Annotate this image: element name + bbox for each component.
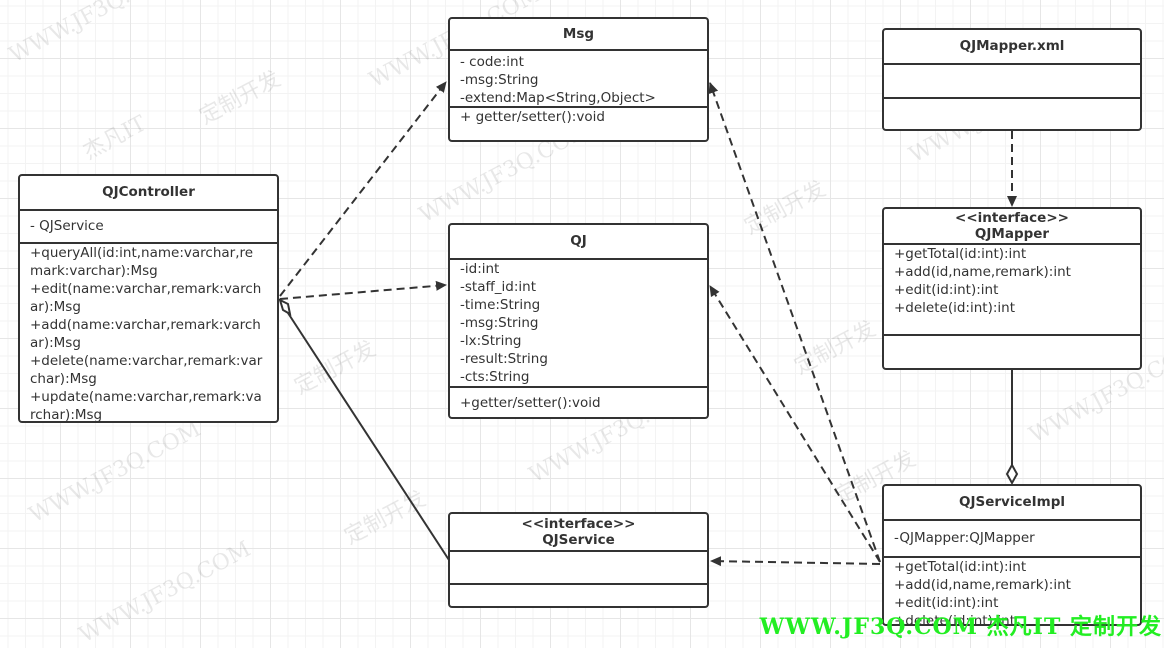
class-header: <<interface>> QJService (450, 514, 707, 552)
class-header: <<interface>> QJMapper (884, 209, 1140, 245)
method: rchar):Msg (30, 407, 103, 423)
dependency-impl-service (710, 556, 881, 567)
class-qjmapper[interactable]: <<interface>> QJMapper +getTotal(id:int)… (882, 207, 1142, 370)
attribute: -cts:String (460, 369, 530, 385)
method: +edit(id:int):int (894, 595, 999, 611)
methods-section: + getter/setter():void (450, 108, 707, 126)
aggregation-controller-service (287, 312, 450, 561)
method: +getter/setter():void (460, 395, 601, 411)
attribute: -result:String (460, 351, 548, 367)
class-name: QJMapper.xml (884, 30, 1140, 65)
dependency-impl-msg (708, 82, 881, 563)
method: ar):Msg (30, 299, 81, 315)
attribute: -staff_id:int (460, 279, 536, 295)
attributes-section (450, 552, 707, 585)
stereotype: <<interface>> (521, 516, 636, 532)
method: +delete(id:int):int (894, 300, 1015, 316)
class-qj[interactable]: QJ -id:int -staff_id:int -time:String -m… (448, 223, 709, 419)
attribute: -extend:Map<String,Object> (460, 90, 656, 106)
attribute: - QJService (30, 218, 104, 234)
method: ar):Msg (30, 335, 81, 351)
method: +getTotal(id:int):int (894, 246, 1027, 262)
class-name: QJController (20, 176, 277, 211)
class-msg[interactable]: Msg - code:int -msg:String -extend:Map<S… (448, 17, 709, 142)
attributes-section (884, 65, 1140, 99)
attribute: -QJMapper:QJMapper (894, 530, 1035, 546)
method: +add(id,name,remark):int (894, 577, 1071, 593)
aggregation-diamond-icon (278, 298, 292, 316)
aggregation-diamond-icon (1005, 462, 1019, 486)
class-name: QJServiceImpl (884, 486, 1140, 521)
class-name: QJMapper (974, 226, 1050, 242)
class-name: QJService (542, 532, 615, 548)
attribute: -lx:String (460, 333, 522, 349)
class-name: QJ (450, 225, 707, 260)
attribute: - code:int (460, 54, 524, 70)
methods-section: +getTotal(id:int):int +add(id,name,remar… (884, 558, 1140, 626)
method: +delete(id:int):int (894, 613, 1015, 626)
dependency-controller-msg (279, 81, 447, 297)
methods-section: +getter/setter():void (450, 388, 707, 412)
attributes-section: -QJMapper:QJMapper (884, 521, 1140, 558)
method: +queryAll(id:int,name:varchar,re (30, 245, 254, 261)
methods-section: +getTotal(id:int):int +add(id,name,remar… (884, 245, 1140, 336)
attributes-section: -id:int -staff_id:int -time:String -msg:… (450, 260, 707, 388)
dependency-impl-qj (709, 285, 881, 563)
class-qjcontroller[interactable]: QJController - QJService +queryAll(id:in… (18, 174, 279, 423)
dependency-controller-qj (279, 280, 447, 300)
method: +delete(name:varchar,remark:var (30, 353, 263, 369)
attribute: -msg:String (460, 72, 539, 88)
stereotype: <<interface>> (955, 210, 1069, 226)
method: +edit(name:varchar,remark:varch (30, 281, 262, 297)
class-name: Msg (450, 19, 707, 51)
method: +edit(id:int):int (894, 282, 999, 298)
method: char):Msg (30, 371, 97, 387)
attribute: -id:int (460, 261, 500, 277)
method: + getter/setter():void (460, 109, 605, 125)
attribute: -msg:String (460, 315, 539, 331)
class-qjserviceimpl[interactable]: QJServiceImpl -QJMapper:QJMapper +getTot… (882, 484, 1142, 626)
attributes-section: - QJService (20, 211, 277, 244)
methods-section: +queryAll(id:int,name:varchar,re mark:va… (20, 244, 277, 423)
attributes-section: - code:int -msg:String -extend:Map<Strin… (450, 51, 707, 108)
class-qjservice[interactable]: <<interface>> QJService (448, 512, 709, 608)
watermark-banner: WWW.JF3Q.COM 杰凡IT 定制开发 (759, 614, 1162, 640)
method: +update(name:varchar,remark:va (30, 389, 262, 405)
method: mark:varchar):Msg (30, 263, 158, 279)
class-qjmapper-xml[interactable]: QJMapper.xml (882, 28, 1142, 131)
attribute: -time:String (460, 297, 541, 313)
method: +getTotal(id:int):int (894, 559, 1027, 575)
method: +add(name:varchar,remark:varch (30, 317, 261, 333)
method: +add(id,name,remark):int (894, 264, 1071, 280)
